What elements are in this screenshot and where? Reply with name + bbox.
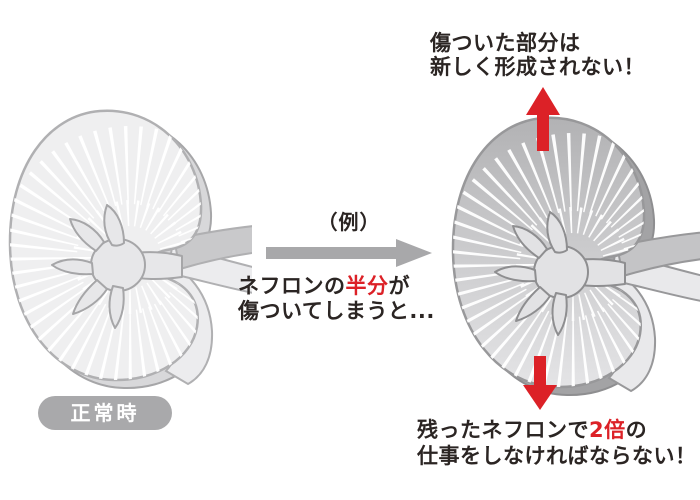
damaged-kidney-illustration (445, 112, 700, 402)
bottom-caption: 残ったネフロンで2倍の 仕事をしなければならない！ (417, 417, 697, 469)
mid-caption-line1: ネフロンの半分が (238, 274, 410, 298)
bottom-caption-line2: 仕事をしなければならない！ (417, 444, 697, 468)
top-caption: 傷ついた部分は 新しく形成されない！ (430, 31, 645, 79)
mid-caption-line2: 傷ついてしまうと... (238, 299, 435, 323)
bottom-caption-line1: 残ったネフロンで2倍の (417, 418, 648, 442)
bottom-caption-highlight: 2倍 (589, 418, 626, 442)
down-arrow-icon (523, 356, 557, 410)
normal-state-badge: 正常時 (38, 396, 172, 430)
mid-caption: ネフロンの半分が 傷ついてしまうと... (238, 274, 435, 324)
right-arrow-icon (266, 239, 432, 267)
top-caption-line2: 新しく形成されない！ (430, 55, 645, 79)
up-arrow-icon (526, 87, 560, 151)
example-label: （例） (317, 210, 381, 234)
normal-kidney-illustration (2, 105, 252, 395)
mid-caption-highlight: 半分 (345, 274, 389, 298)
top-caption-line1: 傷ついた部分は (430, 31, 581, 55)
